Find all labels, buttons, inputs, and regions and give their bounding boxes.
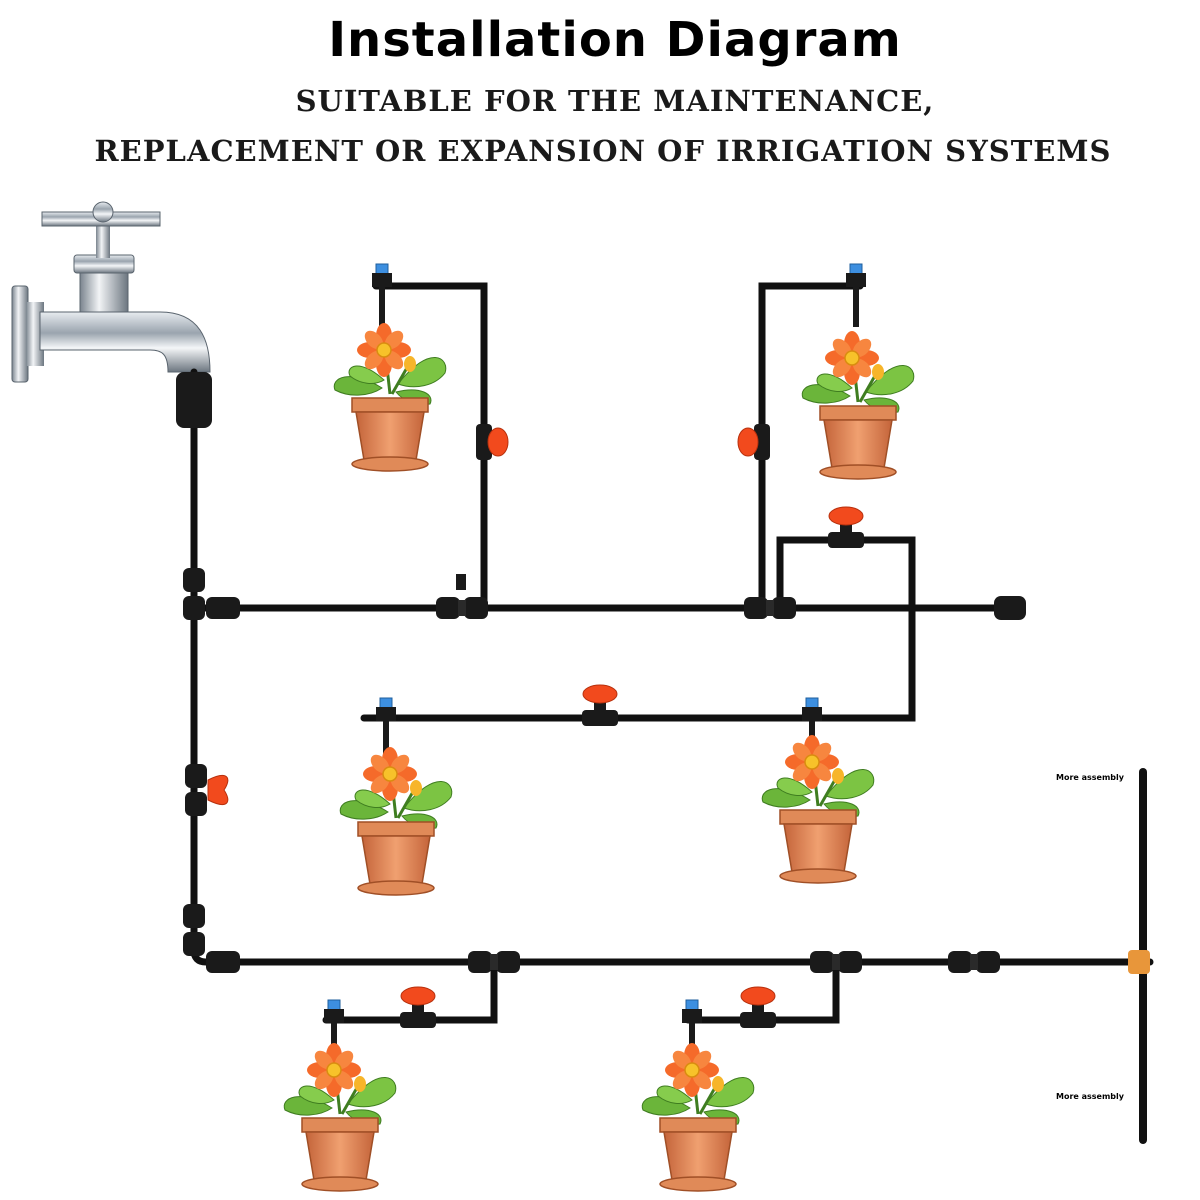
flower-pot-icon <box>338 745 454 897</box>
faucet-adapter <box>176 372 212 428</box>
flower-pot-icon <box>332 321 448 473</box>
flower-pot-icon <box>282 1041 398 1193</box>
more-assembly-note-top: More assembly <box>1056 773 1125 782</box>
diagram-subtitle-line1: SUITABLE FOR THE MAINTENANCE, <box>295 84 935 118</box>
more-assembly-note-bottom: More assembly <box>1056 1092 1125 1101</box>
diagram-title: Installation Diagram <box>328 12 902 68</box>
tee-connector-icon <box>436 574 796 619</box>
valve-icon <box>581 684 619 727</box>
end-plug-icon <box>994 596 1026 620</box>
faucet-icon <box>11 201 211 383</box>
valve-icon <box>185 764 229 816</box>
flower-pot-icon <box>800 329 916 481</box>
flower-pot-icon <box>760 733 876 885</box>
flower-pot-icon <box>640 1041 756 1193</box>
diagram-subtitle-line2: REPLACEMENT OR EXPANSION OF IRRIGATION S… <box>94 134 1112 168</box>
tee-connector-icon <box>468 950 1150 974</box>
valve-icon <box>827 506 865 549</box>
tee-connector-icon <box>183 568 240 973</box>
valve-icon <box>475 423 771 461</box>
